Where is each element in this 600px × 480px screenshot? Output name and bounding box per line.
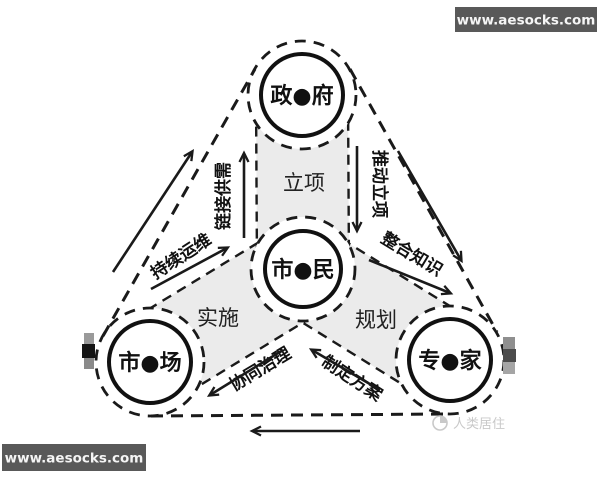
right-edge-mark xyxy=(503,337,516,374)
citizen-node xyxy=(263,229,343,309)
region-label-planning: 规划 xyxy=(355,308,397,332)
government-node-label: 政●府 xyxy=(270,83,333,109)
arrow-cycle-left xyxy=(111,149,194,273)
left-edge-mark xyxy=(82,333,95,369)
watermark-url: www.aesocks.com xyxy=(5,451,144,467)
mark-square xyxy=(503,362,515,374)
arrows xyxy=(111,146,463,437)
flow-label-promote-initiation: 推动立项 xyxy=(369,150,390,218)
arrow-continuous-operation xyxy=(150,246,231,291)
arrow-cycle-right xyxy=(396,150,463,264)
arrow-formulate-plan xyxy=(308,348,381,392)
nodes: 政●府 市●民 市●场 专●家 xyxy=(107,52,493,405)
expert-node-label: 专●家 xyxy=(418,348,482,374)
flow-label-link-supply-demand: 链接供需 xyxy=(213,162,234,230)
mark-square xyxy=(503,337,515,349)
mark-square xyxy=(82,344,95,358)
watermark-bg xyxy=(2,444,146,471)
region-labels: 立项 实施 规划 xyxy=(197,171,397,332)
corner-credit: 人类居住 xyxy=(432,415,505,432)
credit-text: 人类居住 xyxy=(453,417,505,432)
expert-node xyxy=(407,317,493,403)
triangle-right-edge xyxy=(348,68,499,333)
region-label-project-initiation: 立项 xyxy=(283,171,325,195)
government-node xyxy=(259,52,345,138)
market-node-label: 市●场 xyxy=(118,350,181,376)
arrow-collaborative-governance xyxy=(206,348,284,397)
credit-logo-icon xyxy=(440,416,447,423)
watermark-bottom-left: www.aesocks.com xyxy=(2,444,146,471)
region-label-implementation: 实施 xyxy=(197,306,239,330)
triangle-left-edge xyxy=(101,68,257,337)
market-node xyxy=(107,319,193,405)
mark-square xyxy=(84,358,94,369)
mark-square xyxy=(503,349,516,362)
mark-square xyxy=(84,333,94,344)
triangle-bottom-edge xyxy=(150,412,450,418)
watermark-top-right: www.aesocks.com xyxy=(455,7,597,32)
watermark-bg xyxy=(455,7,597,32)
citizen-node-label: 市●民 xyxy=(271,257,334,283)
arrow-integrate-knowledge xyxy=(368,258,454,296)
watermark-url: www.aesocks.com xyxy=(457,13,596,29)
